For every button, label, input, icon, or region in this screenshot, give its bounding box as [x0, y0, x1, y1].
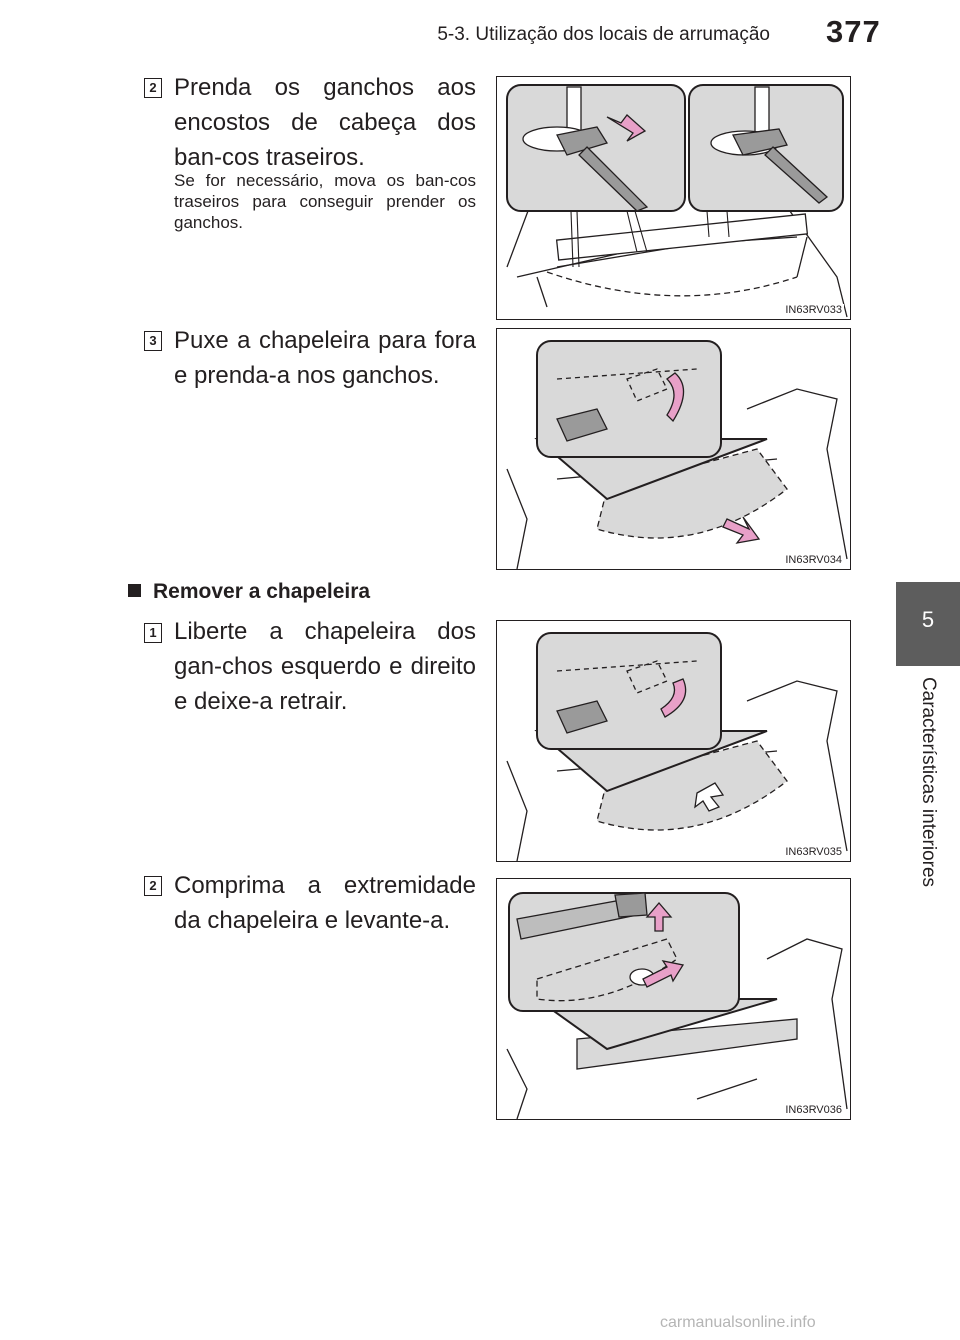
illustration-release-hooks: IN63RV035 — [496, 620, 851, 862]
step-text: Comprima a extremidade da chapeleira e l… — [174, 872, 476, 934]
chapter-tab — [896, 582, 960, 666]
step-text: Prenda os ganchos aos encostos de cabeça… — [174, 74, 476, 171]
step-badge: 2 — [144, 876, 162, 896]
figure-code: IN63RV033 — [783, 304, 844, 316]
step-badge: 1 — [144, 623, 162, 643]
step-badge: 3 — [144, 331, 162, 351]
step-note: Se for necessário, mova os ban-cos trase… — [174, 171, 476, 232]
chapter-label: Características interiores — [918, 676, 939, 888]
chapter-number: 5 — [921, 607, 935, 632]
figure-code: IN63RV034 — [783, 554, 844, 566]
pull-cover-drawing — [506, 340, 848, 569]
section-title: 5-3. Utilização dos locais de arrumação — [437, 24, 770, 45]
page-number: 377 — [826, 14, 881, 49]
watermark: carmanualsonline.info — [660, 1314, 816, 1331]
illustration-pull-cover: IN63RV034 — [496, 328, 851, 570]
figure-code: IN63RV036 — [783, 1104, 844, 1116]
bullet-square-icon — [128, 584, 141, 597]
illustration-lift-cover: IN63RV036 — [496, 878, 851, 1120]
lift-cover-drawing — [506, 892, 848, 1119]
section-heading: Remover a chapeleira — [128, 580, 370, 604]
illustration-headrest-hooks: IN63RV033 — [496, 76, 851, 320]
step-text: Liberte a chapeleira dos gan-chos esquer… — [174, 618, 476, 715]
step-text: Puxe a chapeleira para fora e prenda-a n… — [174, 327, 476, 389]
figure-code: IN63RV035 — [783, 846, 844, 858]
section-heading-text: Remover a chapeleira — [153, 580, 371, 603]
release-hooks-drawing — [506, 632, 848, 861]
step-badge: 2 — [144, 78, 162, 98]
headrest-hooks-drawing — [506, 84, 848, 318]
